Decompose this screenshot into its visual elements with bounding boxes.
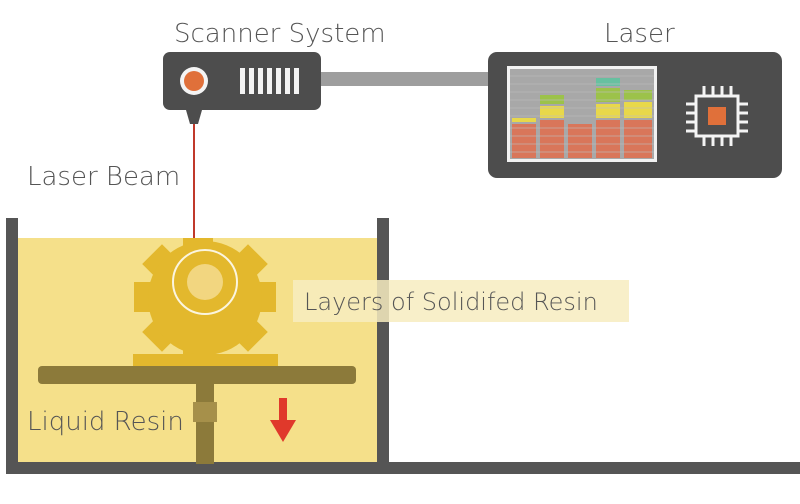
floor-line <box>6 462 800 474</box>
scanner-system-label: Scanner System <box>174 19 386 49</box>
vent-grille-icon <box>240 68 299 94</box>
laser-device <box>488 52 782 178</box>
chip-icon <box>686 86 748 146</box>
laser-label: Laser <box>604 19 675 49</box>
vat-right-wall <box>377 218 389 474</box>
build-platform <box>38 366 356 384</box>
scanner-device <box>163 52 321 124</box>
laser-beam-label: Laser Beam <box>27 162 180 192</box>
platform-collar <box>193 402 217 422</box>
connector-cable <box>320 72 492 86</box>
gear-icon <box>134 238 276 366</box>
solidified-resin-label-bg <box>293 280 629 322</box>
liquid-resin-label: Liquid Resin <box>27 407 184 437</box>
down-arrow-icon <box>270 398 296 442</box>
vat-left-wall <box>6 218 18 474</box>
solidified-layer-base <box>133 354 278 366</box>
platform-shaft <box>196 384 214 464</box>
level-display-icon <box>507 66 657 162</box>
solidified-resin-label: Layers of Solidifed Resin <box>304 288 598 316</box>
